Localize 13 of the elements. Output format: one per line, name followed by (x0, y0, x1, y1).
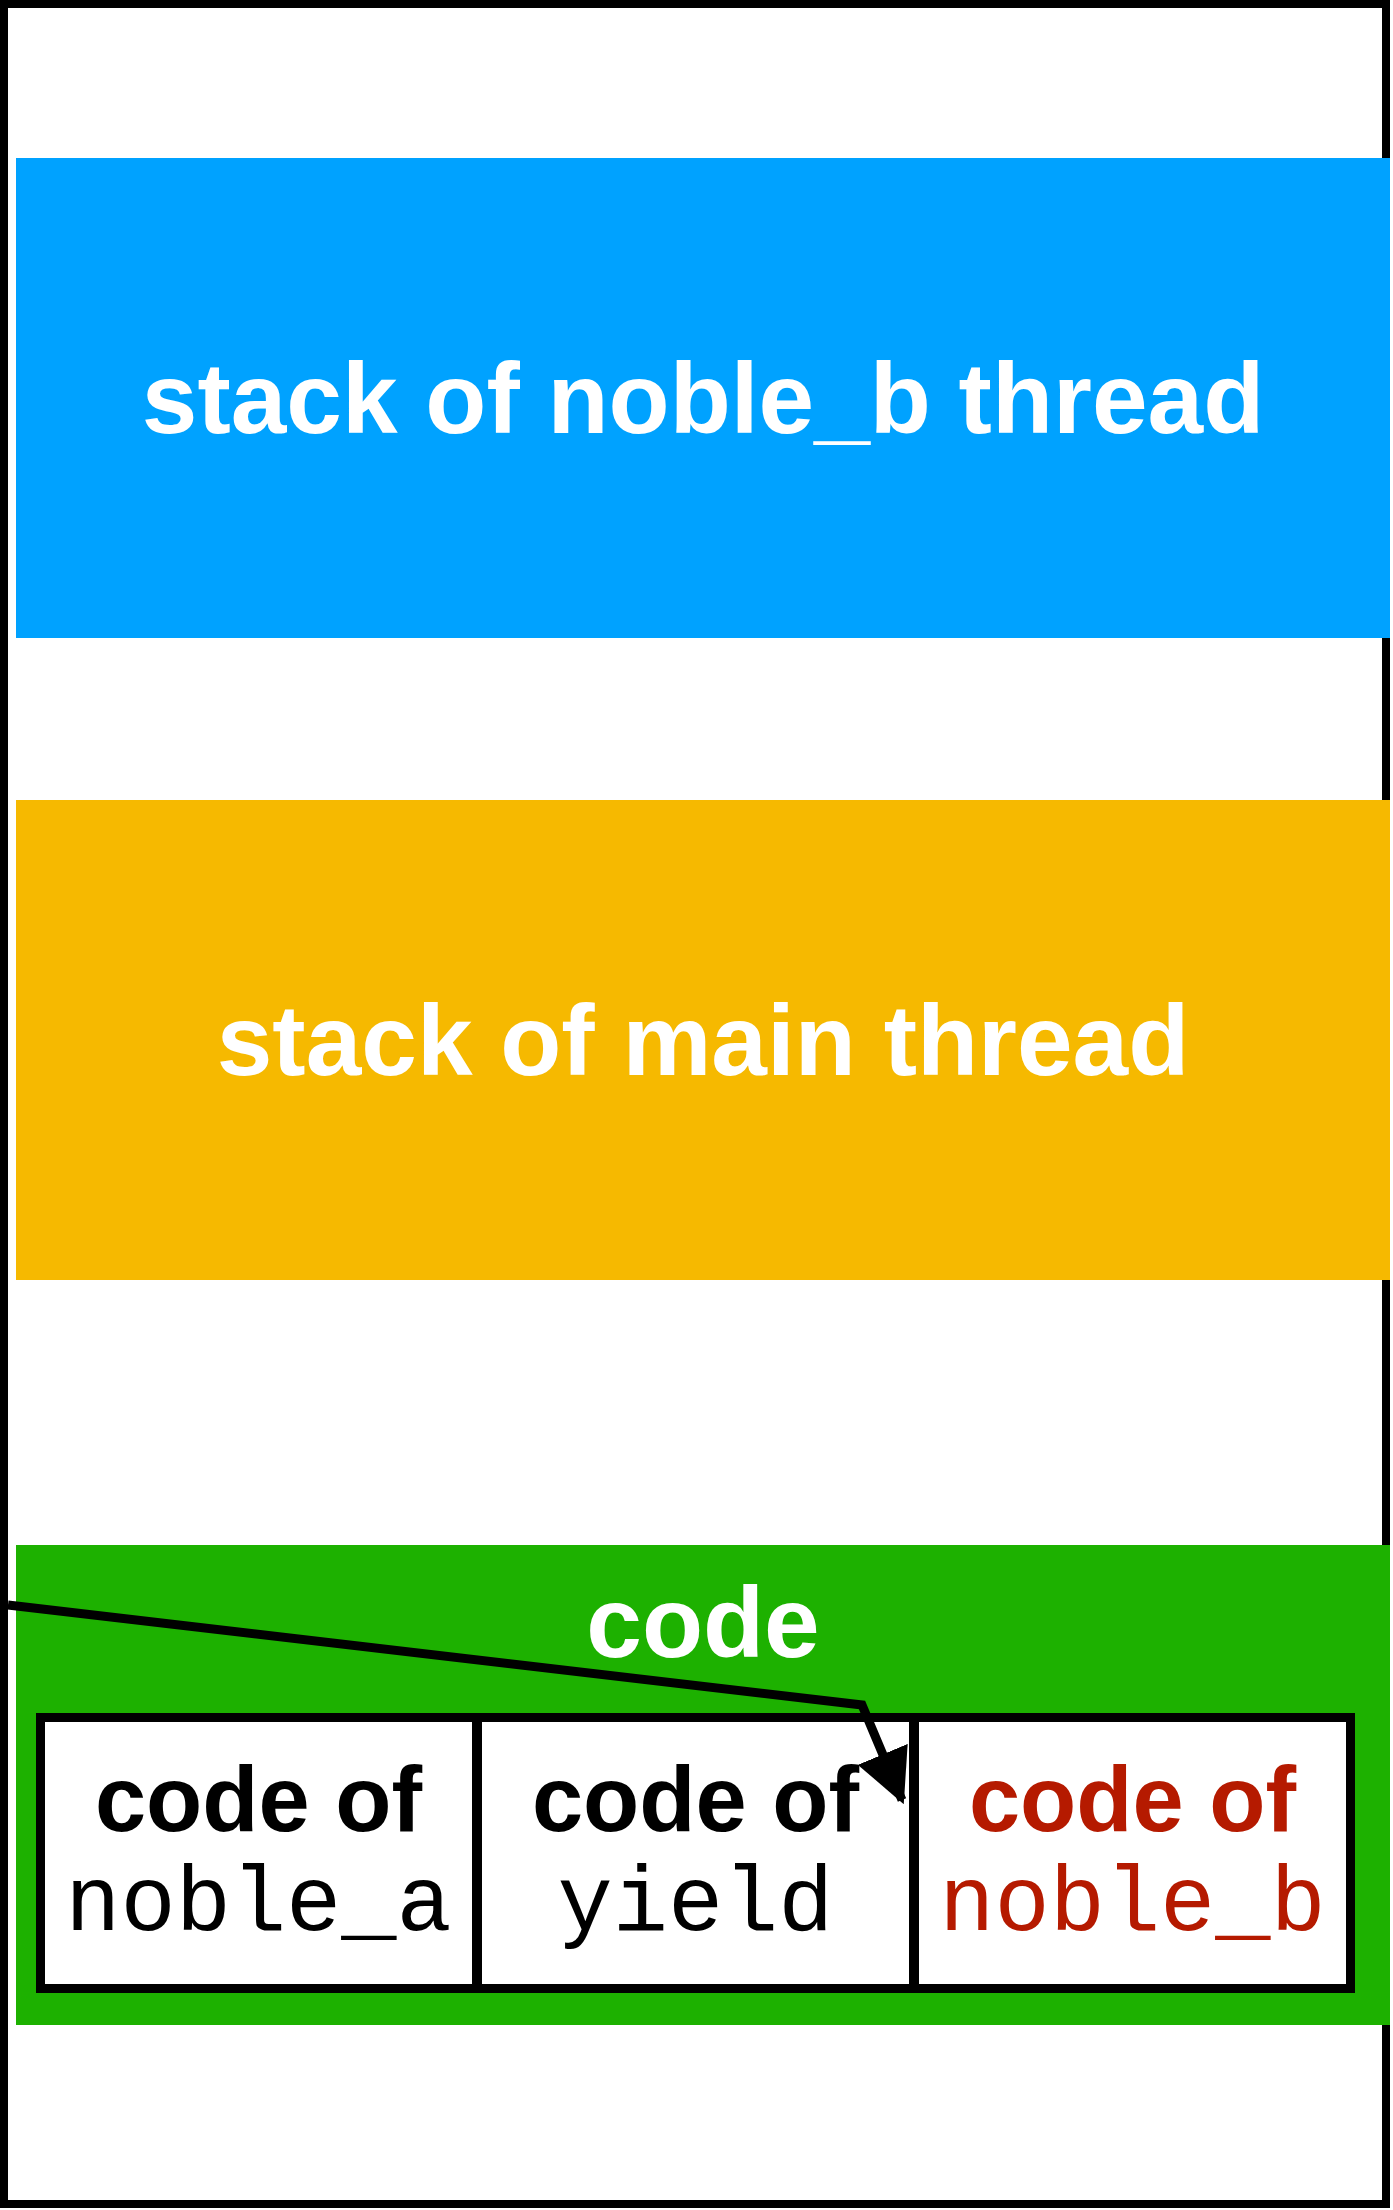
cell-label: code of (968, 1747, 1297, 1853)
function-name: noble_a (65, 1853, 452, 1959)
code-band (16, 1545, 1390, 2025)
band-label: stack of noble_b thread (141, 340, 1265, 456)
function-name: noble_b (939, 1853, 1326, 1959)
cell-label: code of (94, 1747, 423, 1853)
stack-band (16, 158, 1390, 638)
stack-band (16, 800, 1390, 1280)
function-name: yield (557, 1853, 834, 1959)
arrow (7, 1600, 908, 1805)
band-label: stack of main thread (216, 982, 1190, 1098)
band-label: code (586, 1565, 820, 1680)
cell-label: code of (531, 1747, 860, 1853)
